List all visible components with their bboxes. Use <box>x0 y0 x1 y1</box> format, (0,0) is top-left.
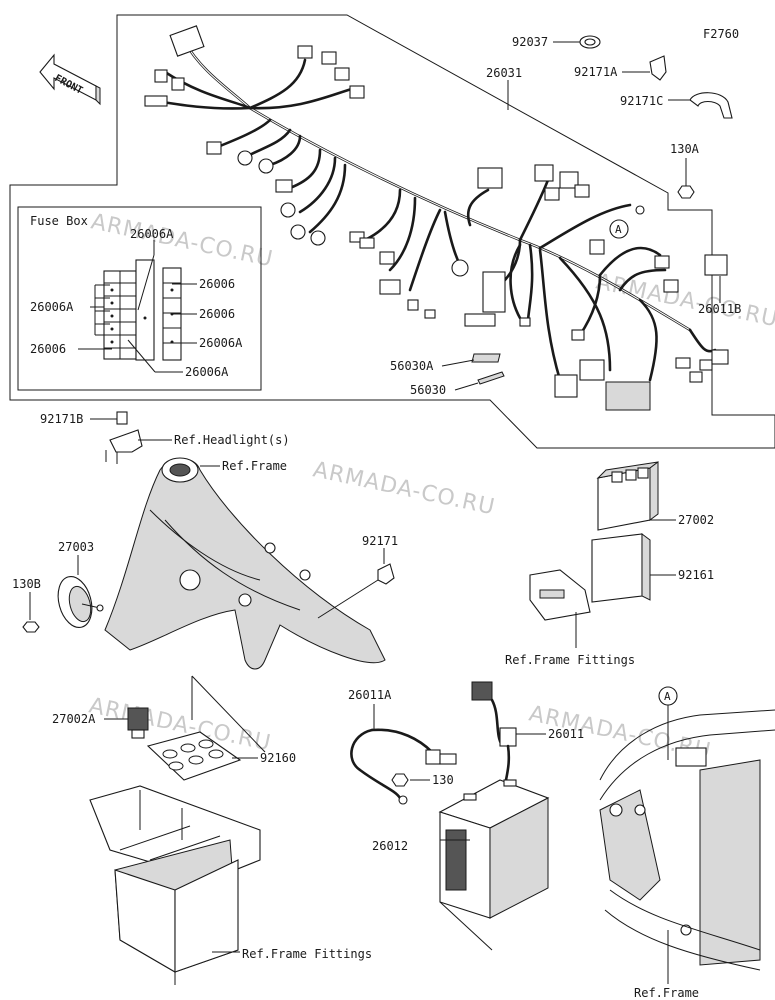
callout-a-detail-label: A <box>664 690 671 703</box>
part-label-92171b: 92171B <box>40 412 83 426</box>
battery-26012: 26012 <box>372 779 550 951</box>
part-label-56030: 56030 <box>410 383 446 397</box>
part-label-27002: 27002 <box>678 513 714 527</box>
fuse-label-left-bottom: 26006 <box>30 342 66 356</box>
harness-connectors <box>144 25 729 411</box>
part-label-27003: 27003 <box>58 540 94 554</box>
fuse-label-bottom: 26006A <box>185 365 229 379</box>
watermark-text: ARMADA-CO.RU <box>594 269 775 332</box>
ref-headlight: Ref.Headlight(s) <box>174 433 290 447</box>
clamp-92171c: 92171C <box>620 92 733 119</box>
part-label-92171: 92171 <box>362 534 398 548</box>
part-label-130: 130 <box>432 773 454 787</box>
main-wiring-harness <box>148 40 717 382</box>
part-label-26031: 26031 <box>486 66 522 80</box>
battery-case: 92160 27002A Ref.Frame Fittings <box>52 675 372 985</box>
harness-group-outline <box>9 14 775 449</box>
horn-27003: 27003 <box>57 540 104 629</box>
part-label-56030a: 56030A <box>390 359 434 373</box>
part-label-130b: 130B <box>12 577 41 591</box>
fuse-box-inset: Fuse Box <box>17 206 262 391</box>
part-label-92171a: 92171A <box>574 65 618 79</box>
cable-26011a: 26011A 130 <box>348 688 457 805</box>
ref-frame-fittings-bottom: Ref.Frame Fittings <box>242 947 372 961</box>
callout-a-label: A <box>615 223 622 236</box>
ref-frame-top: Ref.Frame <box>222 459 287 473</box>
part-label-27002a: 27002A <box>52 712 96 726</box>
part-label-92161: 92161 <box>678 568 714 582</box>
tape-56030a: 56030A <box>390 353 501 373</box>
part-label-92037: 92037 <box>512 35 548 49</box>
module-92161: 92161 Ref.Frame Fittings <box>505 533 714 667</box>
clamp-92037: 92037 <box>512 35 601 49</box>
front-arrow-icon: FRONT <box>39 53 101 106</box>
part-label-92171c: 92171C <box>620 94 663 108</box>
callout-a-harness: A <box>609 219 629 239</box>
clamp-92171a: 92171A <box>574 55 667 81</box>
module-27002: 27002 <box>596 461 714 531</box>
bolt-130b: 130B <box>12 577 41 633</box>
fuse-label-right-2: 26006 <box>199 307 235 321</box>
clamp-92171: 92171 <box>317 534 398 619</box>
watermark-text: ARMADA-CO.RU <box>89 209 276 272</box>
watermark-text: ARMADA-CO.RU <box>311 457 498 520</box>
part-label-92160: 92160 <box>260 751 296 765</box>
clamp-92171b: 92171B Ref.Headlight(s) <box>40 411 290 464</box>
bolt-130a: 130A <box>670 142 700 199</box>
ref-frame-fittings-right: Ref.Frame Fittings <box>505 653 635 667</box>
part-label-26011a: 26011A <box>348 688 392 702</box>
ref-frame-bottom-right: Ref.Frame <box>634 986 699 1000</box>
cable-26011: 26011 <box>471 681 584 782</box>
frame-detail-bottom-right: A Ref.Frame <box>599 686 775 1000</box>
figure-code: F2760 <box>703 27 739 41</box>
part-label-26012: 26012 <box>372 839 408 853</box>
part-label-26011b: 26011B <box>698 302 741 316</box>
part-label-130a: 130A <box>670 142 700 156</box>
fuse-label-top-center: 26006A <box>130 227 174 241</box>
fuse-box-title: Fuse Box <box>30 214 88 228</box>
fuse-label-left-top: 26006A <box>30 300 74 314</box>
tape-56030: 56030 <box>410 371 505 397</box>
fuse-label-right-3: 26006A <box>199 336 243 350</box>
part-label-26011: 26011 <box>548 727 584 741</box>
fuse-label-right-1: 26006 <box>199 277 235 291</box>
frame-illustration: Ref.Frame <box>104 457 386 670</box>
